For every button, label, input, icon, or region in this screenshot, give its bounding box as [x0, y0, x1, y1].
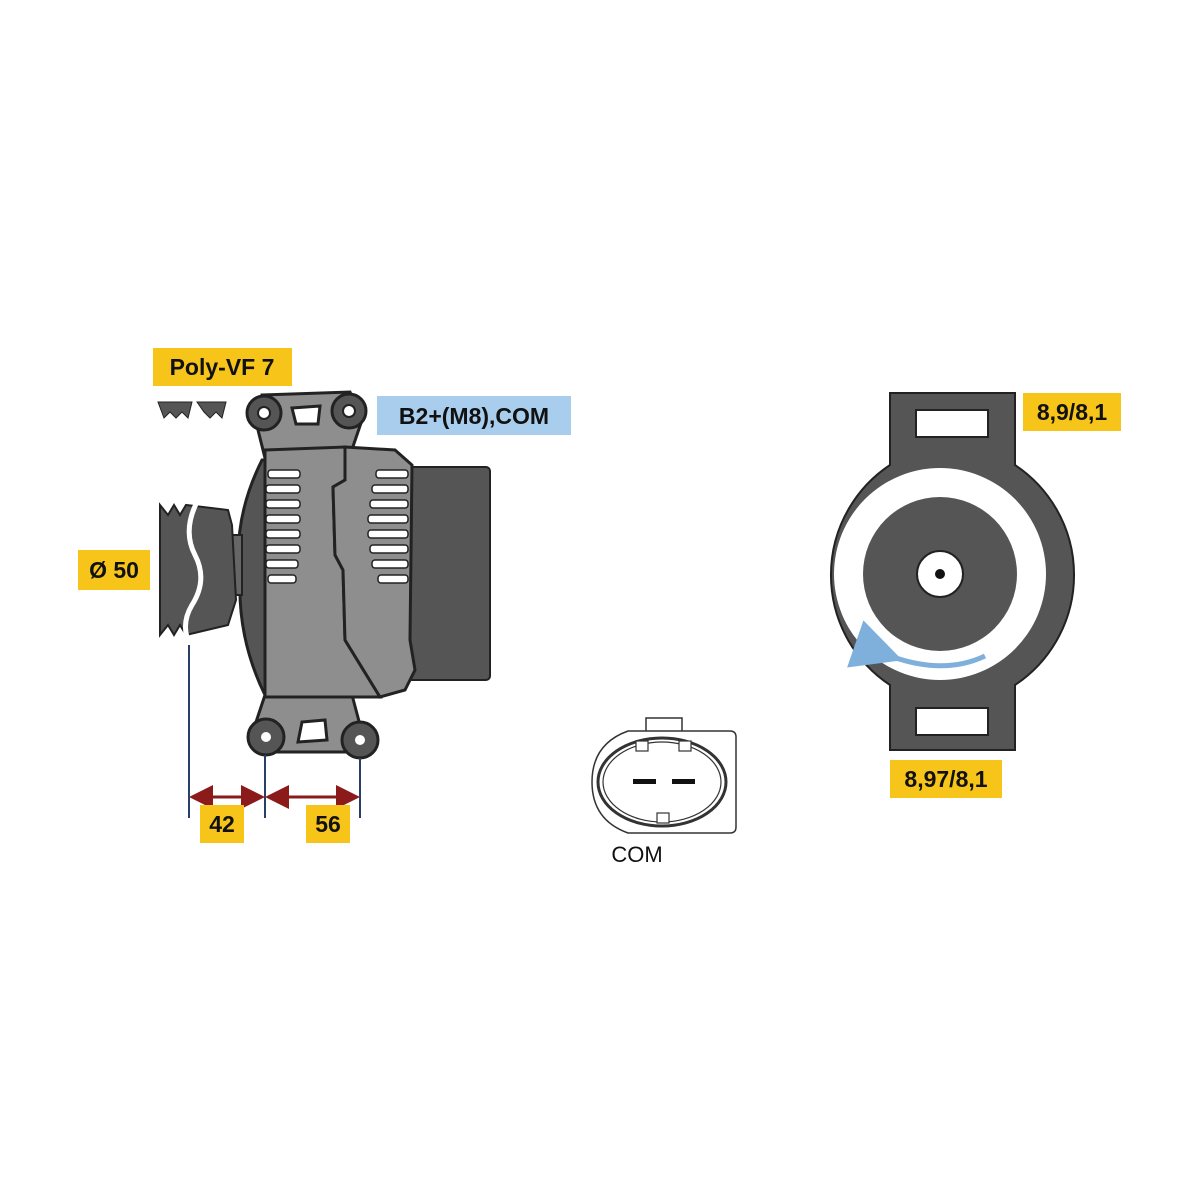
dimension-lines — [188, 645, 361, 818]
belt-profile-icon — [157, 401, 227, 419]
belt-type-label: Poly-VF 7 — [170, 354, 275, 380]
pulley-diameter-label: Ø 50 — [89, 557, 139, 583]
housing-rear — [331, 445, 417, 699]
connector-label: COM — [611, 842, 662, 867]
mount-bottom-label: 8,97/8,1 — [904, 766, 987, 792]
dimension-42-label: 42 — [209, 811, 235, 837]
alternator-front-view — [829, 392, 1076, 751]
terminal-label: B2+(M8),COM — [399, 403, 549, 429]
alternator-side-view — [157, 390, 491, 760]
com-connector-icon — [591, 717, 737, 834]
vent-slots — [265, 469, 409, 584]
rear-cover — [399, 466, 491, 681]
mount-top-label: 8,9/8,1 — [1037, 399, 1108, 425]
dimension-56-label: 56 — [315, 811, 341, 837]
rotation-arrow-icon — [847, 620, 987, 669]
